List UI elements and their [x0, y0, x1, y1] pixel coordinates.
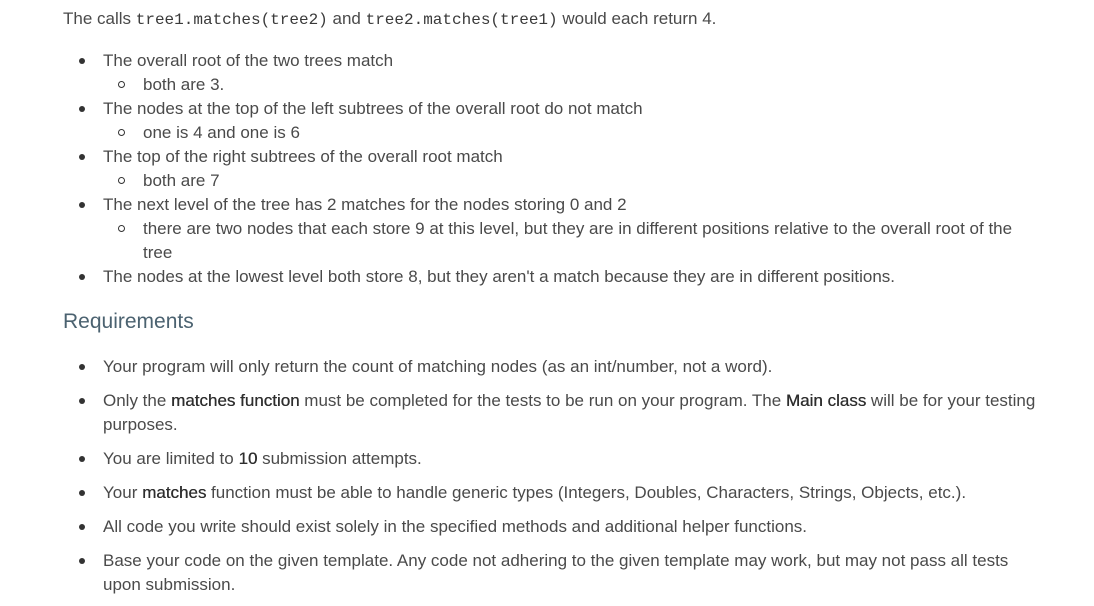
- explanation-sublist: there are two nodes that each store 9 at…: [103, 217, 1043, 265]
- requirement-item: Only the matches function must be comple…: [63, 389, 1043, 437]
- requirement-text: Only the: [103, 391, 172, 410]
- explanation-item: The overall root of the two trees match …: [63, 49, 1043, 97]
- explanation-item: The nodes at the lowest level both store…: [63, 265, 1043, 289]
- requirement-text: will be for your testing purposes.: [103, 391, 1036, 434]
- requirement-emphasis: 10: [238, 449, 258, 468]
- intro-paragraph: The calls tree1.matches(tree2) and tree2…: [63, 7, 716, 32]
- explanation-text: The nodes at the lowest level both store…: [103, 267, 896, 286]
- explanation-subitem: one is 4 and one is 6: [103, 121, 1043, 145]
- requirements-heading: Requirements: [63, 310, 194, 333]
- requirement-emphasis: matches function: [171, 391, 300, 410]
- requirement-text: function must be able to handle generic …: [206, 483, 967, 502]
- requirement-item: Base your code on the given template. An…: [63, 549, 1043, 597]
- explanation-subitem: there are two nodes that each store 9 at…: [103, 217, 1043, 265]
- intro-middle: and: [327, 9, 366, 28]
- requirement-emphasis: Main class: [785, 391, 867, 410]
- requirement-text: You are limited to: [103, 449, 239, 468]
- explanation-text: The next level of the tree has 2 matches…: [103, 195, 627, 214]
- explanation-subitem: both are 3.: [103, 73, 1043, 97]
- requirement-text: submission attempts.: [257, 449, 422, 468]
- requirement-text: Your: [103, 483, 143, 502]
- explanation-sublist: both are 3.: [103, 73, 1043, 97]
- intro-code-tree1-matches: tree1.matches(tree2): [135, 11, 328, 29]
- requirement-item: Your program will only return the count …: [63, 355, 1043, 379]
- explanation-item: The top of the right subtrees of the ove…: [63, 145, 1043, 193]
- explanation-subitem: both are 7: [103, 169, 1043, 193]
- explanation-item: The next level of the tree has 2 matches…: [63, 193, 1043, 265]
- requirements-list: Your program will only return the count …: [63, 355, 1043, 606]
- requirement-item: Your matches function must be able to ha…: [63, 481, 1043, 505]
- explanation-text: The nodes at the top of the left subtree…: [103, 99, 643, 118]
- requirement-emphasis: matches: [142, 483, 207, 502]
- explanation-text: The top of the right subtrees of the ove…: [103, 147, 503, 166]
- explanation-item: The nodes at the top of the left subtree…: [63, 97, 1043, 145]
- intro-suffix: would each return 4.: [557, 9, 717, 28]
- requirement-text: must be completed for the tests to be ru…: [299, 391, 786, 410]
- intro-code-tree2-matches: tree2.matches(tree1): [365, 11, 558, 29]
- requirement-item: You are limited to 10 submission attempt…: [63, 447, 1043, 471]
- explanation-sublist: one is 4 and one is 6: [103, 121, 1043, 145]
- explanation-sublist: both are 7: [103, 169, 1043, 193]
- intro-prefix: The calls: [63, 9, 136, 28]
- requirement-item: All code you write should exist solely i…: [63, 515, 1043, 539]
- explanation-list: The overall root of the two trees match …: [63, 49, 1043, 289]
- explanation-text: The overall root of the two trees match: [103, 51, 394, 70]
